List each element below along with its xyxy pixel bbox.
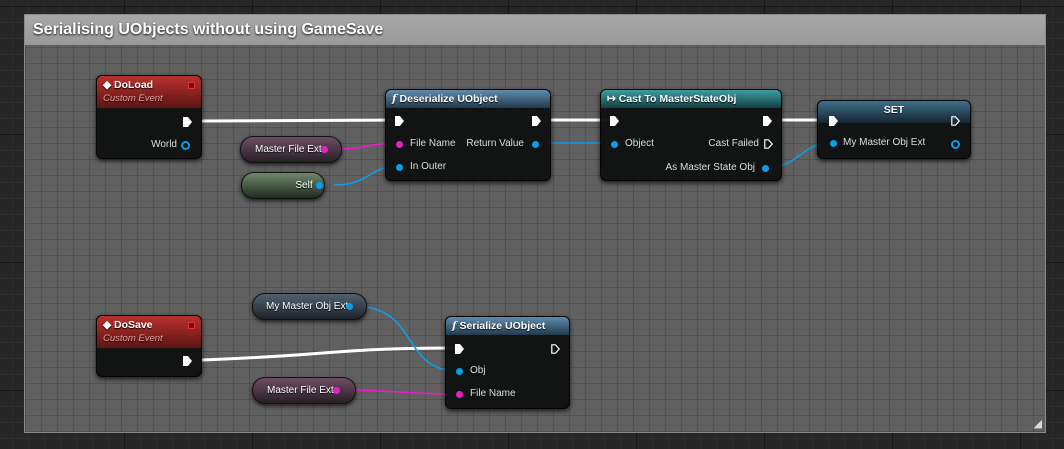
in-outer-pin[interactable] — [396, 164, 403, 171]
serialize-title: Serialize UObject — [459, 320, 546, 332]
exec-in-pin[interactable] — [829, 116, 838, 126]
resize-grip-icon[interactable]: ◢ — [1033, 418, 1042, 430]
variable-label: Self — [295, 180, 313, 191]
return-value-pin[interactable] — [532, 141, 539, 148]
set-header: SET — [818, 101, 970, 123]
cast-arrow-icon: ↦ — [607, 93, 616, 105]
file-name-pin[interactable] — [396, 141, 403, 148]
master-file-ext-variable[interactable]: Master File Ext — [240, 136, 342, 163]
function-icon: f — [392, 93, 397, 105]
delegate-pin-icon[interactable] — [188, 82, 195, 89]
variable-out-pin[interactable] — [321, 146, 328, 153]
variable-label: Master File Ext — [267, 385, 334, 396]
variable-label: My Master Obj Ext — [266, 301, 349, 312]
exec-out-pin[interactable] — [183, 117, 192, 127]
master-file-ext-variable[interactable]: Master File Ext — [252, 377, 356, 404]
obj-label: Obj — [470, 365, 486, 376]
exec-in-pin[interactable] — [455, 344, 464, 354]
doload-event-node[interactable]: ◆ DoLoad Custom Event World — [96, 75, 202, 159]
object-pin[interactable] — [611, 141, 618, 148]
exec-out-pin[interactable] — [951, 116, 960, 126]
exec-out-pin[interactable] — [532, 116, 541, 126]
self-variable[interactable]: Self — [241, 172, 325, 199]
cast-title: Cast To MasterStateObj — [618, 93, 737, 105]
delegate-pin-icon[interactable] — [188, 322, 195, 329]
event-diamond-icon: ◆ — [103, 79, 112, 91]
world-pin-label: World — [151, 139, 177, 150]
exec-out-pin[interactable] — [763, 116, 772, 126]
dosave-event-node[interactable]: ◆ DoSave Custom Event — [96, 315, 202, 377]
variable-label: Master File Ext — [255, 144, 322, 155]
doload-subtitle: Custom Event — [103, 93, 163, 104]
exec-in-pin[interactable] — [610, 116, 619, 126]
obj-pin[interactable] — [456, 368, 463, 375]
deserialize-title: Deserialize UObject — [399, 93, 498, 105]
as-master-state-obj-label: As Master State Obj — [665, 162, 755, 173]
dosave-subtitle: Custom Event — [103, 333, 163, 344]
doload-header: ◆ DoLoad Custom Event — [97, 76, 201, 108]
dosave-title: DoSave — [114, 319, 153, 331]
world-pin[interactable] — [181, 141, 190, 150]
object-label: Object — [625, 138, 654, 149]
my-master-obj-ext-variable[interactable]: My Master Obj Ext — [252, 293, 367, 320]
set-node[interactable]: SET My Master Obj Ext — [817, 100, 971, 159]
return-value-label: Return Value — [466, 138, 524, 149]
variable-out-pin[interactable] — [316, 182, 323, 189]
comment-title[interactable]: Serialising UObjects without using GameS… — [25, 15, 1045, 45]
cast-failed-label: Cast Failed — [708, 138, 759, 149]
my-master-obj-ext-in-pin[interactable] — [830, 140, 837, 147]
my-master-obj-ext-label: My Master Obj Ext — [843, 137, 926, 148]
dosave-header: ◆ DoSave Custom Event — [97, 316, 201, 348]
file-name-label: File Name — [470, 388, 516, 399]
as-master-state-obj-pin[interactable] — [762, 165, 769, 172]
variable-out-pin[interactable] — [346, 303, 353, 310]
exec-out-pin[interactable] — [551, 344, 560, 354]
cast-failed-exec-pin[interactable] — [764, 139, 773, 149]
variable-out-pin[interactable] — [333, 387, 340, 394]
file-name-label: File Name — [410, 138, 456, 149]
in-outer-label: In Outer — [410, 161, 447, 172]
exec-out-pin[interactable] — [183, 356, 192, 366]
event-diamond-icon: ◆ — [103, 319, 112, 331]
file-name-pin[interactable] — [456, 391, 463, 398]
exec-in-pin[interactable] — [395, 116, 404, 126]
my-master-obj-ext-out-pin[interactable] — [951, 140, 960, 149]
cast-to-masterstateobj-node[interactable]: ↦ Cast To MasterStateObj Object Cast Fai… — [600, 89, 782, 181]
function-icon: f — [452, 320, 457, 332]
set-title: SET — [883, 104, 905, 116]
cast-header: ↦ Cast To MasterStateObj — [601, 90, 781, 108]
doload-title: DoLoad — [114, 79, 154, 91]
